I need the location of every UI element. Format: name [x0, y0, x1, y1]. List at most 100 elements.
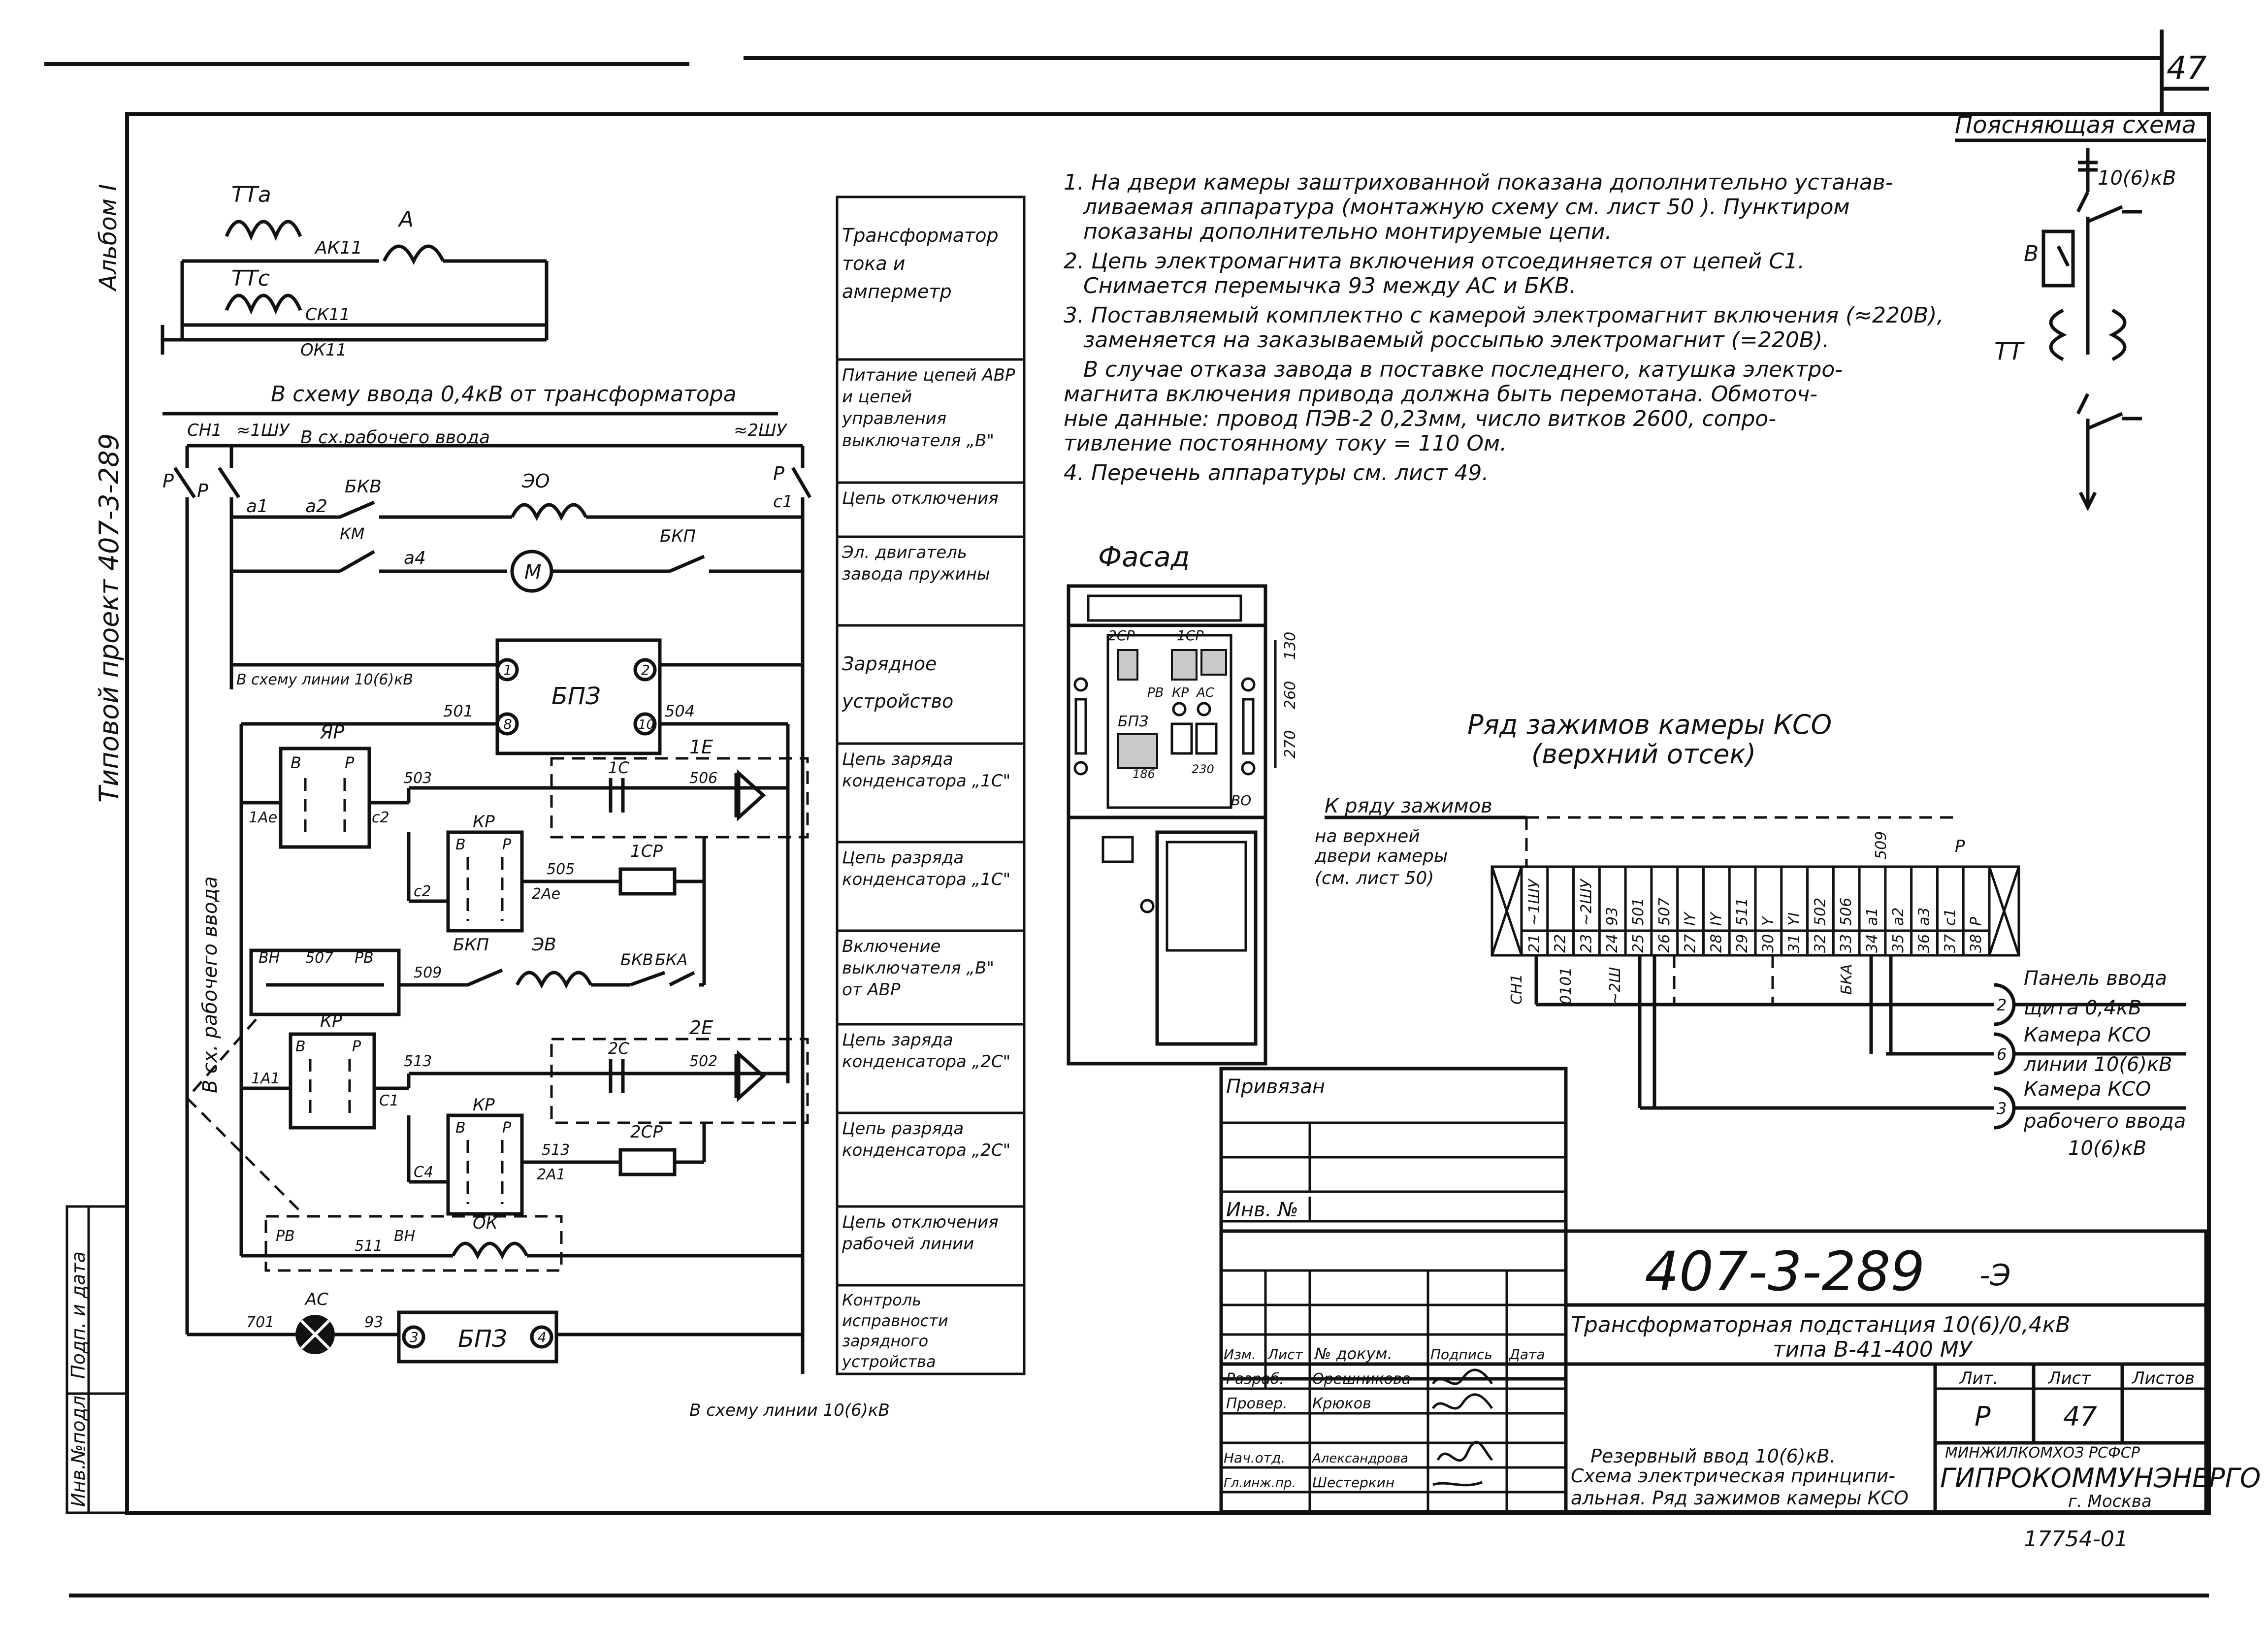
output-num-2: 3 [1997, 1099, 2007, 1118]
terminal-marking-25: 501 [1630, 898, 1647, 926]
bpz-label: БПЗ [551, 683, 601, 710]
terminal-marking-27: IY [1682, 911, 1699, 926]
e2-label: 2Е [689, 1017, 713, 1039]
code-suffix: -Э [1979, 1258, 2011, 1293]
sheet-label: Лист [2047, 1368, 2091, 1388]
role-1: Провер. [1226, 1395, 1288, 1412]
yar-b: В [291, 753, 301, 772]
bkp2-label: БКП [453, 935, 489, 955]
terminal-row: Ряд зажимов камеры КСО (верхний отсек) К… [1314, 709, 2186, 1160]
facade-label-0: 2СР [1108, 627, 1134, 644]
facade-dim-2: 130 [1282, 632, 1299, 660]
explanatory-tt: ТТ [1994, 338, 2025, 365]
header-date: Дата [1508, 1346, 1545, 1363]
terminal-marking-35: а2 [1890, 908, 1907, 926]
eo-label: ЭО [521, 470, 550, 492]
c2cap-label: 2С [608, 1039, 629, 1058]
below-mark-2: ~2Ш [1607, 967, 1624, 1005]
sheet-number: 47 [2167, 50, 2207, 87]
terminal-number-37: 37 [1942, 934, 1959, 953]
legend-item-2: Цепь отключения [842, 488, 999, 508]
yar-p: Р [345, 753, 355, 772]
schematic: ТТа АК11 А ТТс СК11 ОК11 В схему ввода 0… [161, 182, 890, 1420]
n1ae-label: 1Ае [249, 809, 277, 826]
drawing-title-2: альная. Ряд зажимов камеры КСО [1571, 1487, 1909, 1509]
p-left-label: Р [162, 470, 174, 492]
terminal-number-25: 25 [1630, 934, 1647, 953]
terminal-number-33: 33 [1838, 934, 1855, 953]
terminal-marking-37: с1 [1942, 908, 1959, 926]
w701-label: 701 [246, 1314, 274, 1331]
output-2-line3: 10(6)кВ [2068, 1137, 2146, 1160]
ac-label: АС [304, 1290, 328, 1309]
terminal-marking-36: а3 [1916, 908, 1933, 926]
note-line-1: ливаемая аппаратура (монтажную схему см.… [1083, 195, 1850, 220]
motor-label: М [524, 561, 542, 584]
diode-2 [737, 1050, 766, 1102]
output-1-line1: Камера КСО [2024, 1024, 2151, 1046]
terminal-number-28: 28 [1708, 934, 1725, 953]
yar-label: ЯР [320, 721, 344, 743]
w504-label: 504 [665, 702, 695, 720]
below-mark-0: СН1 [1508, 974, 1525, 1005]
terminal-marking-23: ~2ШУ [1578, 879, 1595, 926]
signature-2 [1436, 1440, 1493, 1462]
terminal-marking-38: Р [1968, 916, 1985, 926]
km-label: КМ [340, 524, 364, 543]
bkv2-label: БКВ [620, 950, 653, 969]
header-list: Лист [1267, 1346, 1303, 1363]
facade-label-5: КР [1172, 685, 1189, 700]
ev-coil [515, 971, 593, 989]
legend-item-6: Цепь разряда конденсатора „1С" [842, 848, 1011, 890]
resistor-1 [618, 867, 677, 896]
a4-label: а4 [404, 548, 426, 568]
signature-0 [1431, 1368, 1493, 1385]
terminal-number-35: 35 [1890, 934, 1907, 953]
note-line-6: заменяется на заказываемый россыпью элек… [1083, 327, 1829, 353]
note-line-7: В случае отказа завода в поставке послед… [1083, 357, 1843, 382]
terminal-marking-24: 93 [1604, 907, 1621, 926]
note-line-5: 3. Поставляемый комплектно с камерой эле… [1064, 303, 1944, 328]
ammeter-coil [382, 244, 445, 265]
terminal-number-32: 32 [1812, 934, 1829, 953]
bpz-block-2 [397, 1310, 558, 1364]
note-line-10: тивление постоянному току = 110 Ом. [1064, 431, 1507, 456]
signature-1 [1431, 1393, 1493, 1410]
kp3-label: КР [473, 1095, 495, 1115]
p-left2-label: Р [197, 480, 208, 502]
c1cap-label: 1С [608, 758, 629, 777]
legend-item-10: Цепь отключения рабочей линии [842, 1212, 999, 1254]
kp3-p: Р [502, 1119, 512, 1137]
terminals-subtitle: (верхний отсек) [1531, 739, 1756, 770]
terminal-marking-33: 506 [1838, 898, 1855, 926]
p-right-label: Р [773, 463, 784, 485]
w2-label: ≈2ШУ [734, 421, 787, 440]
kp2-label: КР [320, 1011, 342, 1031]
facade-label-6: АС [1196, 685, 1215, 700]
notes: 1. На двери камеры заштрихованной показа… [1064, 170, 1944, 486]
ok-dashed-box [264, 1215, 563, 1272]
header-sign: Подпись [1430, 1346, 1492, 1363]
kp2-p: Р [352, 1038, 361, 1055]
object-title: Трансформаторная подстанция 10(6)/0,4кВ [1571, 1312, 2071, 1337]
note-line-2: показаны дополнительно монтируемые цепи. [1083, 219, 1612, 244]
ok-coil [451, 1241, 529, 1260]
sheets-label: Листов [2131, 1368, 2195, 1388]
terminals-title: Ряд зажимов камеры КСО [1467, 709, 1832, 740]
tta-coil [225, 220, 302, 241]
ck11-label: СК11 [305, 305, 350, 325]
terminal-marking-28: IY [1708, 911, 1725, 926]
bv-label: ВН [259, 949, 280, 967]
ok-label: ОК [473, 1213, 499, 1233]
lit-label: Лит. [1959, 1368, 1998, 1388]
kp-relay-2 [289, 1032, 376, 1130]
legend-item-9: Цепь разряда конденсатора „2С" [842, 1119, 1011, 1161]
legend-item-5: Цепь заряда конденсатора „1С" [842, 749, 1011, 791]
output-2-line2: рабочего ввода [2023, 1110, 2186, 1133]
bpz2-label: БПЗ [458, 1325, 507, 1353]
eo-coil [510, 503, 588, 521]
rv2-label: РВ [276, 1228, 295, 1245]
album-label: Альбом I [95, 184, 122, 292]
bkp-label: БКП [660, 526, 696, 546]
